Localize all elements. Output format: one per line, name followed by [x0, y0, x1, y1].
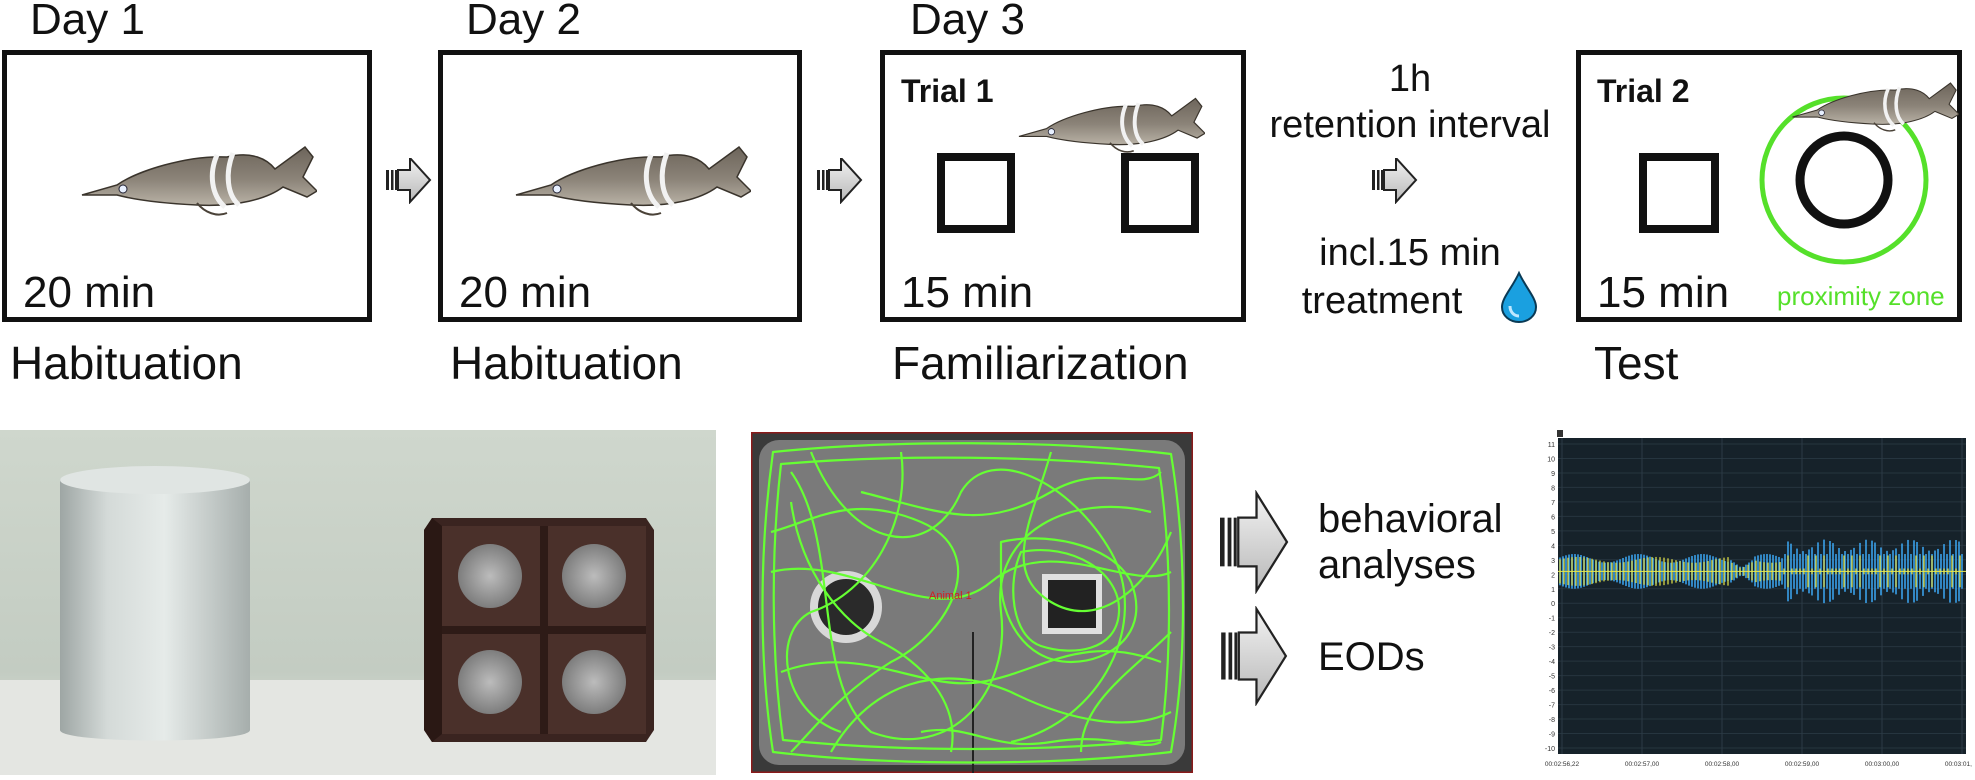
y-tick-label: 0 [1551, 601, 1555, 608]
arrow-icon [1220, 490, 1289, 594]
test-box: Trial 2 15 min proximity zone [1576, 50, 1962, 322]
y-tick-label: -2 [1549, 630, 1555, 637]
output-behavioral-line1: behavioral [1318, 497, 1503, 541]
water-drop-icon [1500, 270, 1538, 324]
marker-icon [1557, 430, 1563, 437]
y-tick-label: 8 [1551, 485, 1555, 492]
plot-area [1558, 438, 1966, 754]
eod-plot-svg: 11109876543210-1-2-3-4-5-6-7-8-9-1000:02… [1545, 430, 1975, 768]
interval-line3: incl.15 min [1319, 232, 1501, 274]
y-tick-label: 3 [1551, 558, 1555, 565]
object-square-right [1121, 153, 1199, 233]
object-square [1639, 153, 1719, 233]
phase-test: Test [1594, 337, 1679, 389]
y-tick-label: 10 [1547, 456, 1555, 463]
trial1-label: Trial 1 [901, 73, 994, 109]
phase-habituation-2: Habituation [450, 337, 683, 389]
arrow-icon [385, 158, 431, 203]
x-tick-label: 00:02:56,22 [1545, 761, 1580, 768]
arrow-icon [1372, 158, 1417, 203]
y-tick-label: 1 [1551, 587, 1555, 594]
duration-label: 20 min [459, 268, 592, 317]
duration-label: 15 min [901, 268, 1034, 317]
familiarization-box: Trial 1 15 min [880, 50, 1246, 322]
y-tick-label: 5 [1551, 529, 1555, 536]
day2-label: Day 2 [466, 0, 581, 44]
trial2-label: Trial 2 [1597, 73, 1690, 109]
habituation-box-1: 20 min [2, 50, 372, 322]
y-tick-label: 4 [1551, 543, 1555, 550]
x-tick-label: 00:03:01,01 [1945, 761, 1972, 768]
y-tick-label: -8 [1549, 717, 1555, 724]
duration-label: 20 min [23, 268, 156, 317]
interval-line4: treatment [1301, 280, 1463, 322]
day3-label: Day 3 [910, 0, 1025, 44]
duration-label: 15 min [1597, 268, 1730, 317]
y-tick-label: 2 [1551, 572, 1555, 579]
output-eods: EODs [1318, 635, 1425, 679]
x-tick-label: 00:02:58,00 [1705, 761, 1740, 768]
x-tick-label: 00:02:59,00 [1785, 761, 1820, 768]
y-tick-label: -6 [1549, 688, 1555, 695]
animal-label: Animal 1 [929, 590, 972, 602]
fish-icon [1790, 81, 1959, 133]
y-tick-label: 9 [1551, 471, 1555, 478]
y-tick-label: 11 [1548, 442, 1555, 449]
y-tick-label: -5 [1549, 674, 1555, 681]
y-tick-label: -3 [1549, 645, 1555, 652]
y-tick-label: -10 [1545, 746, 1555, 753]
day1-label: Day 1 [30, 0, 145, 44]
tracking-image: Animal 1 [751, 432, 1193, 773]
y-tick-label: -1 [1549, 616, 1555, 623]
fish-icon [77, 133, 317, 223]
x-tick-label: 00:02:57,00 [1625, 761, 1660, 768]
interval-line2: retention interval [1269, 104, 1551, 146]
y-tick-label: -9 [1549, 732, 1555, 739]
fish-icon [511, 133, 751, 223]
phase-familiarization: Familiarization [892, 337, 1189, 389]
output-behavioral-line2: analyses [1318, 543, 1476, 587]
y-tick-label: -4 [1549, 659, 1555, 666]
arrow-icon [816, 158, 862, 203]
x-tick-label: 00:03:00,00 [1865, 761, 1900, 768]
proximity-zone-label: proximity zone [1777, 281, 1945, 311]
y-tick-label: 6 [1551, 514, 1555, 521]
y-tick-label: 7 [1551, 500, 1555, 507]
arrow-icon [1221, 606, 1288, 706]
interval-line1: 1h [1388, 58, 1432, 100]
object-square-left [937, 153, 1015, 233]
objects-photo [0, 430, 716, 775]
habituation-box-2: 20 min [438, 50, 802, 322]
y-tick-label: -7 [1549, 703, 1555, 710]
phase-habituation-1: Habituation [10, 337, 243, 389]
fish-icon [1016, 96, 1205, 154]
